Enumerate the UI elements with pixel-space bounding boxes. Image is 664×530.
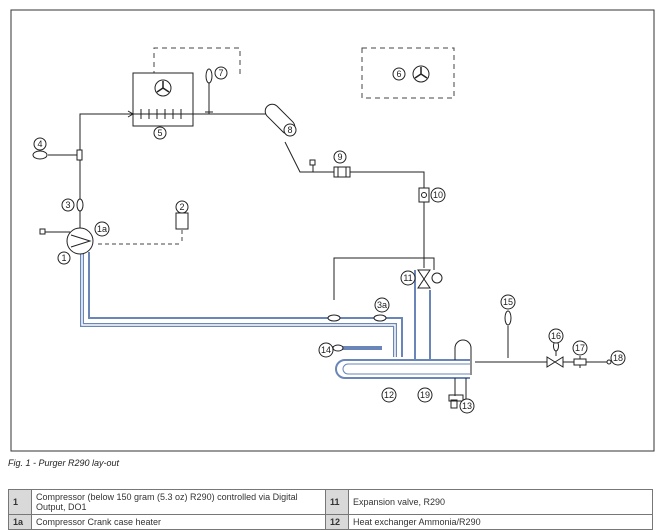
figure-caption: Fig. 1 - Purger R290 lay-out <box>8 458 120 468</box>
filter-drier-9 <box>333 166 351 178</box>
callout-14: 14 <box>318 342 334 358</box>
callout-12: 12 <box>381 387 397 403</box>
outlet-18 <box>606 359 612 365</box>
condenser-fan-icon <box>154 79 172 97</box>
compressor-icon <box>66 227 94 255</box>
callout-16: 16 <box>548 328 564 344</box>
svg-text:3a: 3a <box>377 300 387 310</box>
svg-text:18: 18 <box>613 353 623 363</box>
svg-text:2: 2 <box>179 202 184 212</box>
callout-6: 6 <box>392 67 406 81</box>
svg-text:12: 12 <box>384 390 394 400</box>
svg-text:6: 6 <box>396 69 401 79</box>
callout-10: 10 <box>430 187 446 203</box>
svg-text:8: 8 <box>287 125 292 135</box>
heater-terminal <box>39 228 46 235</box>
callout-3: 3 <box>61 198 75 212</box>
legend-table: 1 Compressor (below 150 gram (5.3 oz) R2… <box>8 489 653 530</box>
purger-layout-diagram: 1 1a 2 3 3a 4 5 6 7 8 9 10 11 12 13 14 1… <box>10 9 655 452</box>
legend-description: Heat exchanger Ammonia/R290 <box>348 514 653 530</box>
callout-7: 7 <box>214 66 228 80</box>
callouts: 1 1a 2 3 3a 4 5 6 7 8 9 10 11 12 13 14 1… <box>33 66 626 414</box>
svg-text:3: 3 <box>65 200 70 210</box>
valve-16-icon <box>546 340 564 368</box>
callout-9: 9 <box>333 150 347 164</box>
legend-number: 1a <box>8 514 32 530</box>
component-19 <box>448 394 464 402</box>
callout-4: 4 <box>33 137 47 151</box>
tee-4 <box>76 149 83 161</box>
bulb-left <box>327 314 341 322</box>
svg-text:9: 9 <box>337 152 342 162</box>
fitting-liquid <box>309 159 316 166</box>
callout-18: 18 <box>610 350 626 366</box>
diagram-frame <box>10 9 655 452</box>
component-13 <box>450 399 458 409</box>
condenser-fan-housing <box>153 47 241 76</box>
callout-3a: 3a <box>374 297 390 313</box>
callout-5: 5 <box>153 126 167 140</box>
condenser-coil <box>133 109 193 119</box>
bulb-3a <box>373 314 387 322</box>
svg-text:5: 5 <box>157 128 162 138</box>
svg-text:17: 17 <box>575 343 585 353</box>
legend-description: Expansion valve, R290 <box>348 489 653 515</box>
fan-6-icon <box>412 65 430 83</box>
inlet-14 <box>332 344 344 352</box>
callout-15: 15 <box>500 294 516 310</box>
legend-number: 11 <box>325 489 349 515</box>
legend-number: 1 <box>8 489 32 515</box>
sight-glass-10 <box>418 187 430 203</box>
callout-17: 17 <box>572 340 588 356</box>
callout-13: 13 <box>459 398 475 414</box>
svg-text:7: 7 <box>218 68 223 78</box>
sensor-3 <box>76 198 84 212</box>
table-row: 1a Compressor Crank case heater 12 Heat … <box>8 514 653 530</box>
callout-19: 19 <box>417 387 433 403</box>
relief-valve-7 <box>205 68 213 84</box>
controller-2 <box>175 212 189 230</box>
callout-1: 1 <box>57 251 71 265</box>
pressure-switch-4 <box>32 150 48 160</box>
expansion-valve-11-icon <box>417 269 443 289</box>
svg-text:10: 10 <box>433 190 443 200</box>
refrigerant-piping <box>45 82 608 368</box>
svg-text:16: 16 <box>551 331 561 341</box>
heat-exchanger <box>335 270 472 400</box>
svg-text:15: 15 <box>503 297 513 307</box>
svg-text:11: 11 <box>403 273 412 283</box>
callout-2: 2 <box>175 200 189 214</box>
svg-text:1a: 1a <box>97 224 107 234</box>
callout-8: 8 <box>283 123 297 137</box>
legend-number: 12 <box>325 514 349 530</box>
restrictor-17-icon <box>573 358 587 366</box>
inlet-14-pipe <box>332 346 382 350</box>
svg-text:13: 13 <box>462 401 472 411</box>
legend-description: Compressor Crank case heater <box>31 514 326 530</box>
table-row: 1 Compressor (below 150 gram (5.3 oz) R2… <box>8 489 653 515</box>
legend-description: Compressor (below 150 gram (5.3 oz) R290… <box>31 489 326 515</box>
suction-pipe <box>80 252 403 357</box>
fan-box <box>361 47 455 99</box>
sensor-15 <box>504 310 512 326</box>
svg-text:1: 1 <box>61 253 66 263</box>
condenser-unit <box>132 72 194 127</box>
callout-1a: 1a <box>94 221 110 237</box>
callout-11: 11 <box>400 270 416 286</box>
svg-text:4: 4 <box>37 139 42 149</box>
svg-text:14: 14 <box>321 345 331 355</box>
svg-text:19: 19 <box>420 390 430 400</box>
